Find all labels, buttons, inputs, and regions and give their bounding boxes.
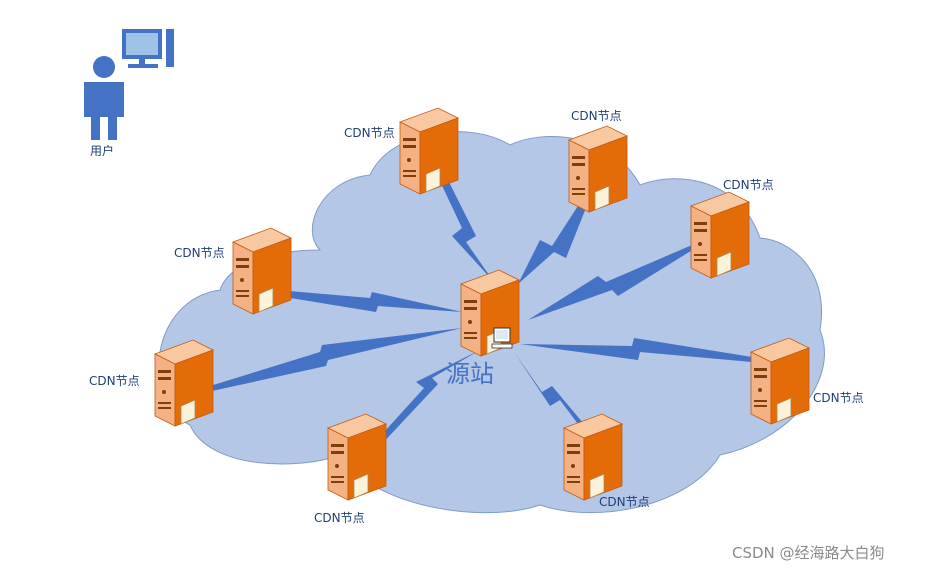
computer-monitor-icon	[122, 29, 174, 68]
cdn-server-icon-4	[232, 227, 292, 315]
link-1	[430, 156, 494, 282]
cdn-node-label-4: CDN节点	[174, 246, 225, 260]
link-5	[210, 328, 462, 391]
cdn-node-label-7: CDN节点	[314, 511, 365, 525]
cdn-server-icon-7	[327, 413, 387, 501]
network-links	[210, 156, 752, 446]
link-8	[375, 350, 480, 446]
cdn-node-label-1: CDN节点	[344, 126, 395, 140]
cdn-server-icon-5	[154, 339, 214, 427]
link-6	[520, 338, 752, 362]
cdn-node-label-8: CDN节点	[599, 495, 650, 509]
user-icon	[84, 56, 124, 140]
cdn-node-label-2: CDN节点	[571, 109, 622, 123]
link-3	[528, 245, 694, 320]
cdn-server-icon-8	[563, 413, 623, 501]
origin-server-icon	[460, 269, 520, 357]
origin-monitor-icon	[491, 327, 513, 349]
cdn-server-icon-1	[399, 107, 459, 195]
link-4	[266, 289, 462, 312]
watermark: CSDN @经海路大白狗	[732, 544, 885, 562]
cdn-server-icon-6	[750, 337, 810, 425]
cdn-server-icon-2	[568, 125, 628, 213]
cdn-node-label-3: CDN节点	[723, 178, 774, 192]
cdn-node-label-6: CDN节点	[813, 391, 864, 405]
cdn-server-icon-3	[690, 191, 750, 279]
origin-label: 源站	[446, 360, 494, 388]
user-label: 用户	[90, 144, 115, 158]
link-2	[518, 195, 590, 284]
cdn-node-label-5: CDN节点	[89, 374, 140, 388]
link-7	[514, 352, 594, 440]
